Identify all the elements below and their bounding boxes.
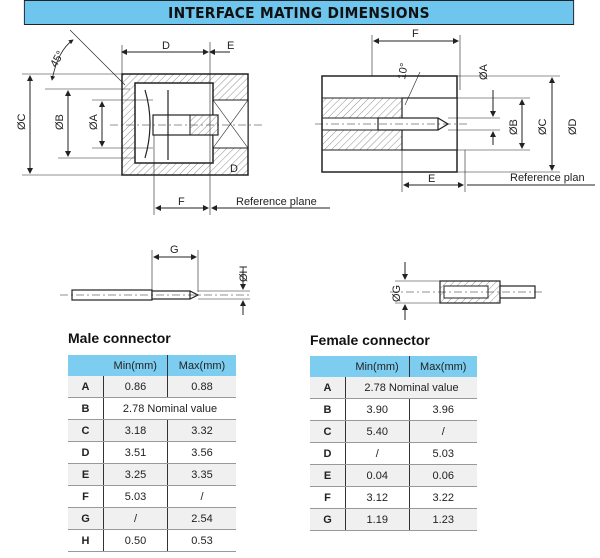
dim-label-f: F <box>412 28 419 40</box>
min-value: 3.12 <box>345 486 410 509</box>
min-value: / <box>103 507 168 530</box>
dim-label-f: F <box>178 196 185 208</box>
dim-label-10deg: 10° <box>396 62 411 80</box>
min-value: 0.04 <box>345 464 410 487</box>
dimension-key: A <box>68 376 104 398</box>
dimension-key: E <box>68 463 104 486</box>
female-interface-drawing: D E F Reference plane D ØC ØB ØA 45° <box>16 29 330 215</box>
male-connector-title: Male connector <box>68 330 171 346</box>
dimension-key: H <box>68 529 104 552</box>
socket-drawing: ØG <box>390 262 545 320</box>
header-max: Max(mm) <box>167 355 236 376</box>
min-value: 5.40 <box>345 420 410 443</box>
max-value: 0.53 <box>167 529 236 552</box>
max-value: 0.88 <box>167 376 236 398</box>
dim-label-45deg: 45° <box>48 49 67 69</box>
dimension-key: D <box>310 442 346 465</box>
pin-drawing: G ØH <box>60 244 250 315</box>
dim-label-g: G <box>170 244 179 256</box>
min-value: 5.03 <box>103 485 168 508</box>
max-value: 5.03 <box>409 442 477 465</box>
dim-label-d-mark: D <box>230 163 238 175</box>
max-value: 2.54 <box>167 507 236 530</box>
nominal-value: 2.78 Nominal value <box>345 377 477 399</box>
table-header-row: Min(mm)Max(mm) <box>310 356 477 377</box>
table-row: G/2.54 <box>68 507 236 530</box>
dim-label-og: ØG <box>391 285 403 302</box>
dimension-key: D <box>68 441 104 464</box>
min-value: / <box>345 442 410 465</box>
header-max: Max(mm) <box>409 356 477 377</box>
male-interface-drawing: F E Reference plan 10° ØA ØB ØC ØD <box>315 28 595 192</box>
table-row: D/5.03 <box>310 442 477 465</box>
dim-label-oh: ØH <box>238 265 250 282</box>
dimension-key: F <box>68 485 104 508</box>
dim-label-e: E <box>428 173 435 185</box>
max-value: 3.96 <box>409 398 477 421</box>
reference-plane-label: Reference plan <box>510 172 585 184</box>
dim-label-oa: ØA <box>88 113 100 130</box>
min-value: 0.86 <box>103 376 168 398</box>
dimension-key: G <box>68 507 104 530</box>
min-value: 3.18 <box>103 419 168 442</box>
max-value: 3.56 <box>167 441 236 464</box>
max-value: 3.35 <box>167 463 236 486</box>
max-value: 3.22 <box>409 486 477 509</box>
min-value: 3.51 <box>103 441 168 464</box>
dim-label-oa: ØA <box>478 63 490 80</box>
min-value: 3.90 <box>345 398 410 421</box>
max-value: / <box>409 420 477 443</box>
max-value: / <box>167 485 236 508</box>
dimension-key: C <box>310 420 346 443</box>
dim-label-d: D <box>162 40 170 52</box>
reference-plane-label: Reference plane <box>236 196 317 208</box>
dimension-key: F <box>310 486 346 509</box>
nominal-value: 2.78 Nominal value <box>103 397 236 420</box>
max-value: 1.23 <box>409 508 477 531</box>
header-min: Min(mm) <box>345 356 410 377</box>
min-value: 3.25 <box>103 463 168 486</box>
dim-label-e: E <box>227 40 234 52</box>
max-value: 0.06 <box>409 464 477 487</box>
dimension-key: B <box>68 397 104 420</box>
dimension-key: B <box>310 398 346 421</box>
page-title: INTERFACE MATING DIMENSIONS <box>23 0 575 25</box>
female-connector-title: Female connector <box>310 332 430 348</box>
header-blank <box>68 355 104 376</box>
dimension-key: G <box>310 508 346 531</box>
dim-label-ob: ØB <box>508 119 520 135</box>
dimension-key: C <box>68 419 104 442</box>
dimension-key: A <box>310 377 346 399</box>
dimension-key: E <box>310 464 346 487</box>
min-value: 0.50 <box>103 529 168 552</box>
header-min: Min(mm) <box>103 355 168 376</box>
table-header-row: Min(mm)Max(mm) <box>68 355 236 376</box>
dim-label-oc: ØC <box>16 113 28 130</box>
max-value: 3.32 <box>167 419 236 442</box>
dim-label-oc: ØC <box>537 118 549 135</box>
min-value: 1.19 <box>345 508 410 531</box>
dimension-drawings: D E F Reference plane D ØC ØB ØA 45° <box>16 28 595 320</box>
dim-label-ob: ØB <box>54 114 66 130</box>
header-blank <box>310 356 346 377</box>
dim-label-od: ØD <box>567 118 579 135</box>
